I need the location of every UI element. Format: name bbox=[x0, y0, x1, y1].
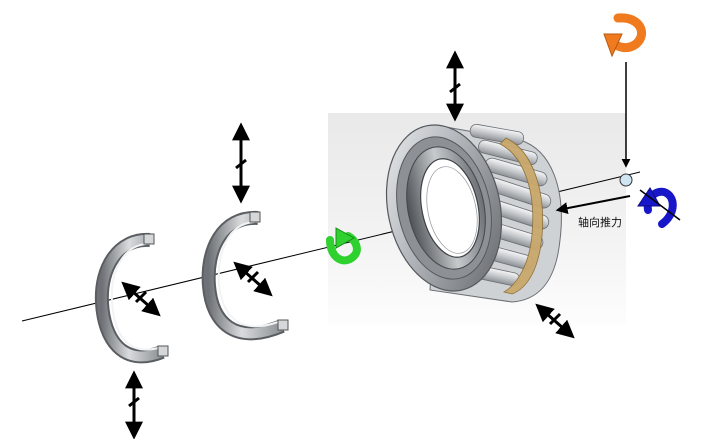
contact-point-icon bbox=[619, 173, 633, 187]
double-arrow-icon-bearing-top bbox=[446, 50, 464, 122]
axial-thrust-arrow bbox=[555, 195, 631, 215]
middle-ring bbox=[201, 210, 289, 341]
double-arrow-icon-left-ring bbox=[125, 370, 143, 440]
left-ring bbox=[94, 232, 169, 364]
double-arrow-icon-left-diagonal bbox=[121, 281, 161, 317]
brass-cage bbox=[499, 137, 544, 295]
green-rotation-arrow-icon bbox=[326, 227, 361, 265]
orange-rotation-arrow-icon bbox=[603, 13, 646, 58]
double-arrow-icon-bearing-diagonal bbox=[535, 303, 575, 339]
double-arrow-icon-middle-ring bbox=[232, 122, 250, 204]
blue-rotation-arrow-icon bbox=[637, 187, 681, 228]
axial-thrust-label: 轴向推力 bbox=[578, 216, 622, 229]
double-arrow-icon-middle-diagonal bbox=[233, 261, 273, 297]
cylindrical-roller-bearing bbox=[385, 123, 562, 303]
